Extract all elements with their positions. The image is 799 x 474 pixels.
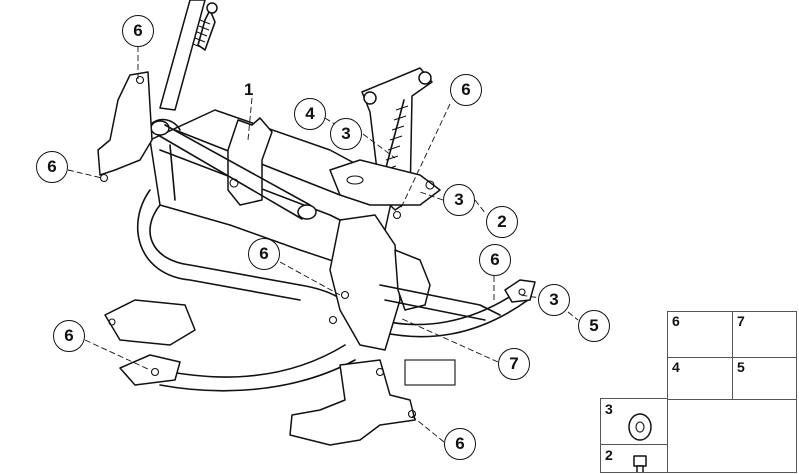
lower-mount-bracket <box>289 359 456 446</box>
legend-cell-6: 6 <box>668 312 733 358</box>
parts-legend-left-column: 3 2 <box>600 398 667 473</box>
upper-frame <box>149 109 396 271</box>
legend-cell-5: 5 <box>733 358 796 400</box>
legend-cell-3: 3 <box>601 399 667 445</box>
legend-number-7: 7 <box>737 313 745 329</box>
leader-lines <box>67 46 579 443</box>
callout-2-main: 2 <box>486 206 518 238</box>
callout-6-lower-left: 6 <box>53 320 85 352</box>
parts-legend: 6 7 4 5 <box>667 311 797 473</box>
legend-number-2: 2 <box>605 447 613 463</box>
right-support-arm <box>329 67 441 211</box>
legend-number-6: 6 <box>672 313 680 329</box>
legend-cell-4: 4 <box>668 358 733 400</box>
legend-cell-7: 7 <box>733 312 796 358</box>
legend-number-3: 3 <box>605 401 613 417</box>
callout-3-lower: 3 <box>538 284 570 316</box>
callout-7: 7 <box>498 348 530 380</box>
callout-6-bottom: 6 <box>444 428 476 460</box>
label-1: 1 <box>244 80 254 99</box>
legend-number-4: 4 <box>672 359 680 375</box>
center-bracket <box>328 210 501 351</box>
callout-6-top-left: 6 <box>122 15 154 47</box>
bolt-icon <box>633 455 647 473</box>
callout-6-left: 6 <box>36 151 68 183</box>
callout-6-upper-right: 6 <box>450 74 482 106</box>
left-lower-bracket <box>104 299 196 386</box>
left-support-arm <box>97 0 218 183</box>
callout-4: 4 <box>294 98 326 130</box>
callout-6-center: 6 <box>248 238 280 270</box>
callout-5: 5 <box>578 310 610 342</box>
callout-3-upper: 3 <box>330 118 362 150</box>
legend-number-5: 5 <box>737 359 745 375</box>
callout-3-right: 3 <box>443 184 475 216</box>
legend-cell-2: 2 <box>601 445 667 474</box>
washer-icon <box>628 413 652 441</box>
callout-6-right: 6 <box>479 244 511 276</box>
